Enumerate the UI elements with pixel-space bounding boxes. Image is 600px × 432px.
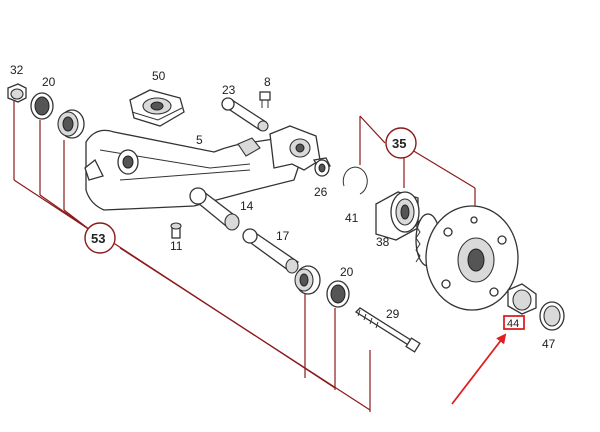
part-17-sleeve [242,228,300,274]
label-20-upper: 20 [42,75,56,89]
label-20-lower: 20 [340,265,354,279]
part-bearing-upper [57,109,85,139]
label-47: 47 [542,337,556,351]
part-8-screw [259,91,271,108]
label-14: 14 [240,199,254,213]
part-26-ring [314,159,330,177]
part-50-mount [129,89,185,127]
circle-53 [84,222,116,254]
part-41-snap-ring [342,166,368,195]
part-11-bolt [170,222,182,239]
label-50: 50 [152,69,166,83]
label-32: 32 [10,63,24,77]
label-17: 17 [276,229,290,243]
part-wheel-hub-flange [415,205,519,311]
label-8: 8 [264,75,271,89]
part-20-seal-upper [30,92,54,120]
part-20-seal-lower [326,280,350,308]
label-41: 41 [345,211,359,225]
part-23-pin [221,97,269,132]
callout-labels: 32 20 50 23 8 5 26 41 14 11 17 20 38 29 … [10,63,556,351]
circle-35 [385,127,417,159]
pointer-arrow [451,333,507,405]
highlight-part-44: 44 [503,315,525,330]
part-bearing-lower [294,265,321,295]
part-44-axle-nut [507,283,537,315]
part-47-grease-cap [539,301,565,331]
label-53: 53 [91,231,105,246]
part-29-long-bolt [354,307,421,353]
leader-lines [13,96,476,412]
label-29: 29 [386,307,400,321]
label-44: 44 [507,318,519,330]
label-23: 23 [222,83,236,97]
label-35: 35 [392,136,406,151]
part-38-wheel-bearing [375,191,420,241]
label-26: 26 [314,185,328,199]
label-5: 5 [196,133,203,147]
part-32-bushing [7,83,27,103]
label-38: 38 [376,235,390,249]
part-14-sleeve [189,187,240,231]
label-11: 11 [170,239,183,253]
highlight-box [503,315,525,330]
